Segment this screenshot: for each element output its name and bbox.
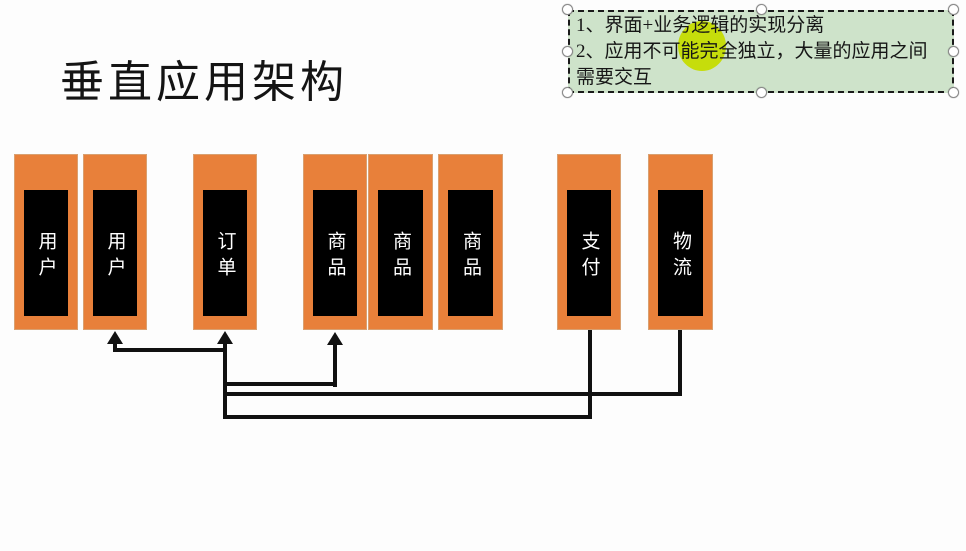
connector-line: [333, 343, 337, 387]
selection-handle-top-left[interactable]: [562, 4, 573, 15]
column-label: 物流: [670, 230, 691, 283]
connector-arrowhead-product1: [327, 332, 343, 345]
selection-handle-mid-left[interactable]: [562, 46, 573, 57]
app-column-panel: 商品: [378, 190, 423, 316]
app-column-panel: 用户: [24, 190, 68, 316]
connector-line: [223, 392, 682, 396]
connector-line: [223, 382, 337, 386]
app-column-panel: 用户: [93, 190, 137, 316]
app-column-user-2[interactable]: 用户: [83, 154, 147, 330]
app-column-panel: 支付: [567, 190, 611, 316]
app-column-panel: 订单: [203, 190, 247, 316]
connector-line: [223, 415, 592, 419]
app-column-product-1[interactable]: 商品: [303, 154, 367, 330]
connector-line: [678, 330, 682, 396]
page-title[interactable]: 垂直应用架构: [60, 58, 348, 107]
connector-line: [113, 348, 227, 352]
highlight-dot: [678, 21, 726, 71]
app-column-logistics[interactable]: 物流: [648, 154, 713, 330]
column-label: 支付: [578, 230, 600, 283]
annotation-line-2: 2、应用不可能完全独立，大量的应用之间: [576, 41, 928, 62]
connector-arrowhead-order: [217, 331, 233, 344]
connector-line: [223, 342, 227, 419]
app-column-panel: 商品: [313, 190, 357, 316]
annotation-line-1: 1、界面+业务逻辑的实现分离: [576, 15, 825, 36]
app-column-user-1[interactable]: 用户: [14, 154, 78, 330]
connector-line: [113, 342, 117, 352]
selection-handle-bottom-left[interactable]: [562, 87, 573, 98]
annotation-line-3: 需要交互: [576, 67, 653, 88]
column-label: 商品: [324, 230, 346, 283]
selection-handle-top-center[interactable]: [756, 4, 767, 15]
column-label: 商品: [390, 230, 411, 283]
column-label: 用户: [104, 230, 126, 283]
selection-handle-mid-right[interactable]: [948, 46, 959, 57]
annotation-body[interactable]: 1、界面+业务逻辑的实现分离 2、应用不可能完全独立，大量的应用之间 需要交互: [568, 10, 954, 93]
app-column-product-3[interactable]: 商品: [438, 154, 503, 330]
column-label: 用户: [35, 230, 57, 283]
app-column-order[interactable]: 订单: [193, 154, 257, 330]
connector-arrowhead-user2: [107, 331, 123, 344]
app-column-panel: 物流: [658, 190, 703, 316]
selection-handle-top-right[interactable]: [948, 4, 959, 15]
selection-handle-bottom-right[interactable]: [948, 87, 959, 98]
selection-handle-bottom-center[interactable]: [756, 87, 767, 98]
app-column-payment[interactable]: 支付: [557, 154, 621, 330]
connector-line: [588, 330, 592, 419]
app-column-product-2[interactable]: 商品: [368, 154, 433, 330]
annotation-textbox[interactable]: 1、界面+业务逻辑的实现分离 2、应用不可能完全独立，大量的应用之间 需要交互: [562, 4, 959, 98]
column-label: 商品: [460, 230, 481, 283]
app-column-panel: 商品: [448, 190, 493, 316]
column-label: 订单: [214, 230, 236, 283]
